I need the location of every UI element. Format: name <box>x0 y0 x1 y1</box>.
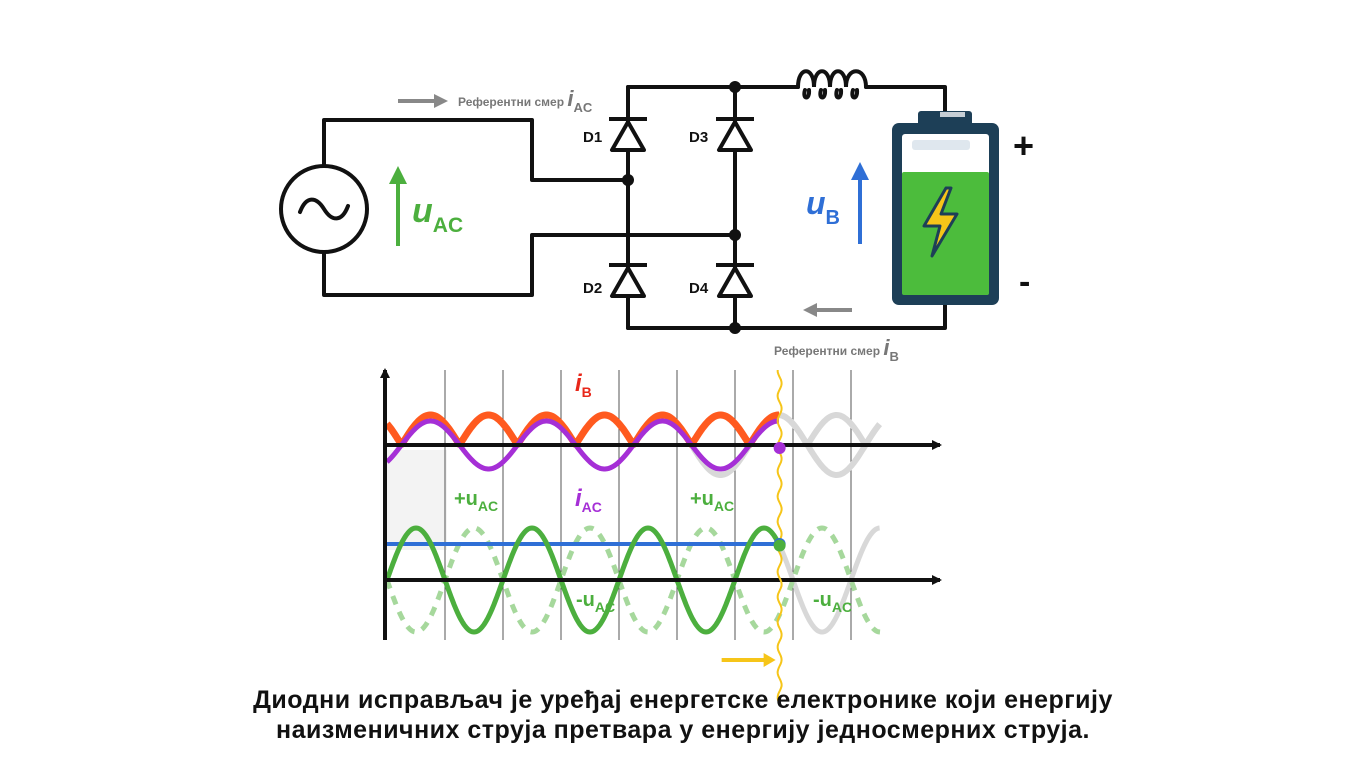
plus-uac-label-1: +uAC <box>454 488 498 514</box>
battery-minus-label: - <box>1019 263 1030 301</box>
battery-plus-label: + <box>1013 125 1034 166</box>
plus-uac-label-2: +uAC <box>690 488 734 514</box>
progress-arrow-head <box>763 653 776 667</box>
uac-inverted-dashed <box>384 525 881 635</box>
diode-d3-icon <box>716 117 754 152</box>
diode-d2-icon <box>609 263 647 298</box>
caption-line-1: Диодни исправљач је уређај енергетске ел… <box>253 686 1113 714</box>
ib-series-label: iB <box>575 370 592 400</box>
u-b-arrow <box>851 162 869 244</box>
u-ac-arrow <box>389 166 407 246</box>
iac-end-dot <box>773 442 786 454</box>
ref-iac-label: Референтни смер iAC <box>458 86 593 115</box>
u-b-label: uB <box>806 185 840 229</box>
wire-to-battery <box>864 85 947 115</box>
ref-ib-label: Референтни смер iB <box>774 335 899 364</box>
diode-d1-icon <box>609 117 647 152</box>
diode-d4-icon <box>716 263 754 298</box>
wire-source-top <box>322 118 630 182</box>
iac-series-label: iAC <box>575 485 602 515</box>
diode-d2-label: D2 <box>583 280 602 297</box>
diode-d4-label: D4 <box>689 280 709 297</box>
u-ac-label: uAC <box>412 192 463 237</box>
ref-ib-arrow <box>803 303 852 317</box>
uac-future-curve <box>777 525 880 635</box>
iac-series-line <box>385 418 781 472</box>
wire-bridge-bottom <box>626 303 947 330</box>
caption-line-2: наизменичних струја претвара у енергију … <box>276 716 1090 744</box>
inductor-icon <box>796 69 868 100</box>
ref-iac-arrow <box>398 94 448 108</box>
diode-d1-label: D1 <box>583 129 602 146</box>
battery-icon <box>892 111 999 305</box>
ac-source-icon <box>279 164 369 254</box>
uac-end-dot <box>773 539 786 552</box>
time-marker <box>721 370 783 705</box>
progress-marker-line <box>776 370 783 705</box>
series-end-dots <box>773 442 786 552</box>
wire-source-bottom <box>322 233 737 297</box>
diode-d3-label: D3 <box>689 129 708 146</box>
chart-series <box>384 411 881 635</box>
junction-dots <box>622 81 741 334</box>
uac-series-line <box>384 525 782 635</box>
chart-grid <box>444 370 852 640</box>
iac-future-curve <box>779 412 882 478</box>
chart-shade-top <box>387 450 447 550</box>
lightning-icon <box>922 186 959 258</box>
minus-uac-label-1: -uAC <box>576 589 615 615</box>
waveform-chart: iB iAC +uAC +uAC -uAC -uAC <box>380 368 942 705</box>
minus-uac-label-2: -uAC <box>813 589 852 615</box>
